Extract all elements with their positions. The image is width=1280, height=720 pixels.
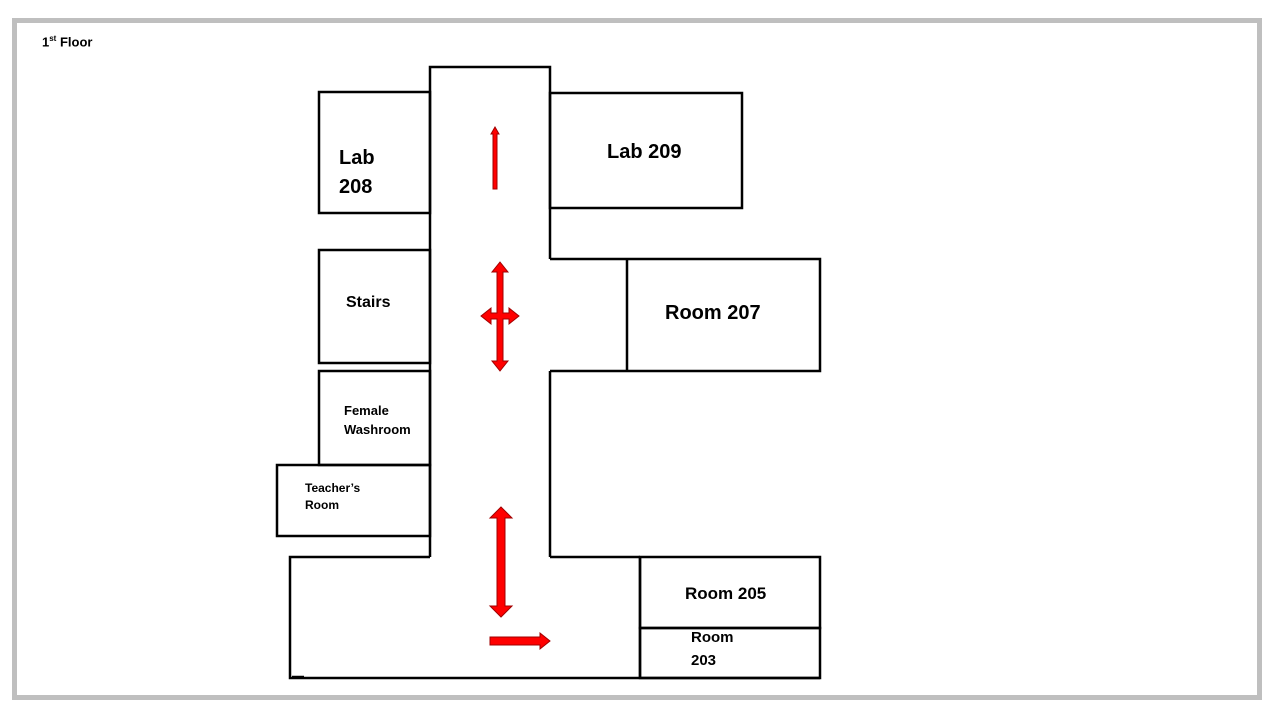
walls [275,65,822,680]
label-room-203-line2: 203 [691,652,716,669]
label-lab-209: Lab 209 [607,141,681,163]
floor-title-suffix: Floor [56,34,93,50]
arrow-up-icon [490,125,500,190]
arrow-four-way-icon [480,261,520,372]
arrow-up-down-icon [488,506,514,618]
room-female-washroom [317,369,432,467]
label-female-washroom-line2: Washroom [344,422,411,437]
label-stairs: Stairs [346,294,391,311]
floor-title: 1st Floor [42,34,92,49]
diagram-frame [12,18,1262,700]
label-room-203-line1: Room [691,629,734,646]
room-203 [638,626,822,680]
label-room-205: Room 205 [685,584,766,603]
label-teachers-room-line1: Teacher’s [305,481,360,495]
label-teachers-room-line2: Room [305,498,339,512]
room-teachers [275,463,432,538]
floor-title-number: 1 [42,34,50,50]
arrow-right-icon [489,631,551,651]
room-lab-209 [548,91,744,210]
label-lab-208-line2: 208 [339,176,372,198]
room-lab-208 [317,90,432,215]
lower-hall-outline [288,555,820,680]
direction-arrows [480,125,551,651]
label-lab-208-line1: Lab [339,147,375,169]
label-female-washroom-line1: Female [344,403,389,418]
room-207 [550,257,822,373]
label-room-207: Room 207 [665,302,761,324]
room-stairs [317,248,432,365]
floor-title-sup: st [49,34,57,43]
